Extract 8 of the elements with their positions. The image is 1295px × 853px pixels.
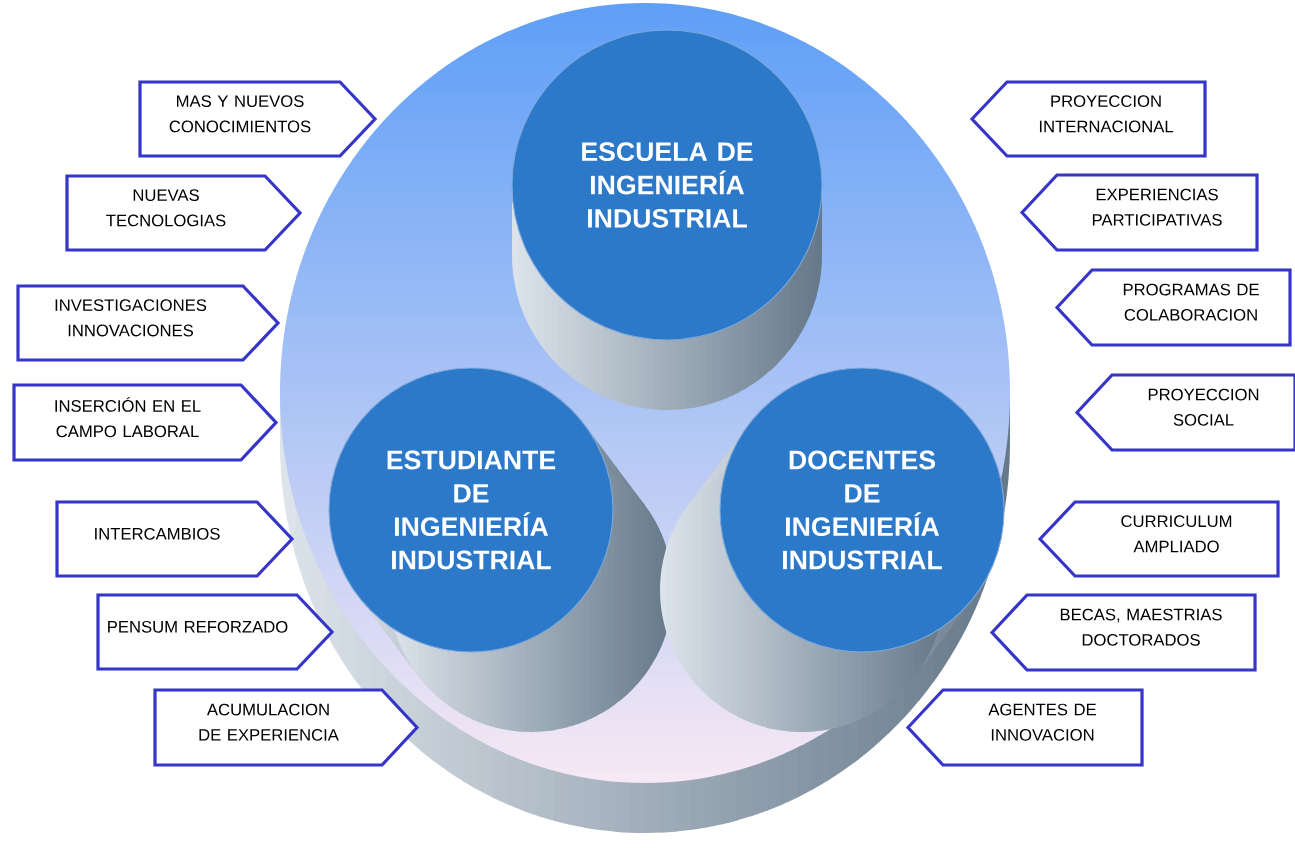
- arrow-tag: NUEVAS TECNOLOGIAS: [65, 174, 303, 252]
- arrow-tag: INTERCAMBIOS: [55, 500, 295, 578]
- arrow-tag: ACUMULACION DE EXPERIENCIA: [153, 688, 420, 767]
- arrow-tag: MAS Y NUEVOS CONOCIMIENTOS: [138, 80, 378, 158]
- cylinder: ESCUELA DE INGENIERÍA INDUSTRIAL: [511, 29, 823, 410]
- arrow-tag: INVESTIGACIONES INNOVACIONES: [16, 284, 281, 362]
- arrow-tag: PENSUM REFORZADO: [96, 593, 335, 671]
- arrow-tag: INSERCIÓN EN EL CAMPO LABORAL: [12, 383, 279, 462]
